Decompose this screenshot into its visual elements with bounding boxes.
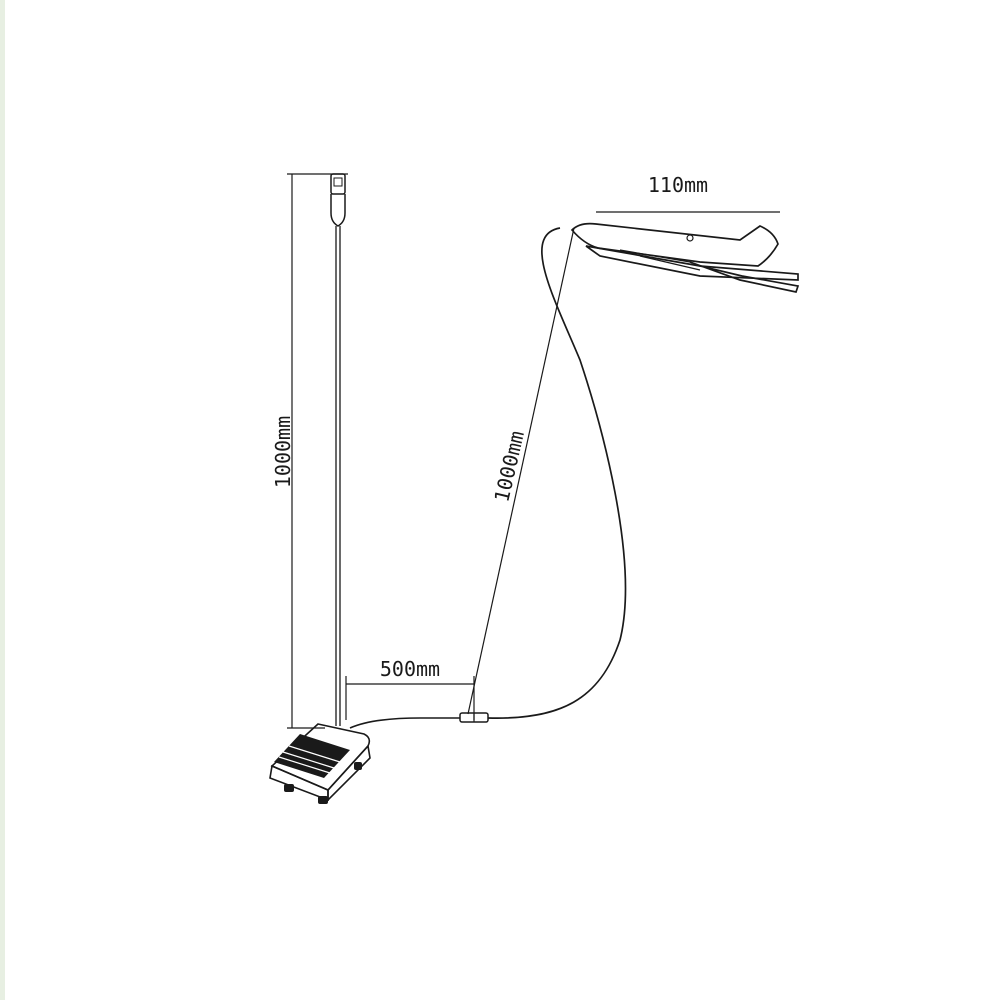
left-edge-strip — [0, 0, 5, 1000]
clip-length-label: 110mm — [648, 173, 708, 197]
usb-cable — [335, 226, 341, 726]
clip-cable-dimension: 1000mm — [467, 227, 575, 715]
pedal-connector-label: 500mm — [380, 657, 440, 681]
usb-plug-icon — [330, 173, 346, 227]
inline-connector-icon — [459, 712, 489, 723]
usb-length-label: 1000mm — [271, 416, 295, 488]
usb-length-dimension: 1000mm — [271, 173, 348, 729]
clip-length-dimension: 110mm — [596, 173, 780, 213]
clip-icon — [570, 222, 800, 293]
clip-cable — [487, 227, 627, 719]
pedal-cable — [349, 717, 460, 729]
clip-cable-label: 1000mm — [489, 429, 529, 505]
pedal-connector-dimension: 500mm — [345, 657, 475, 720]
foot-pedal-icon — [269, 723, 371, 804]
